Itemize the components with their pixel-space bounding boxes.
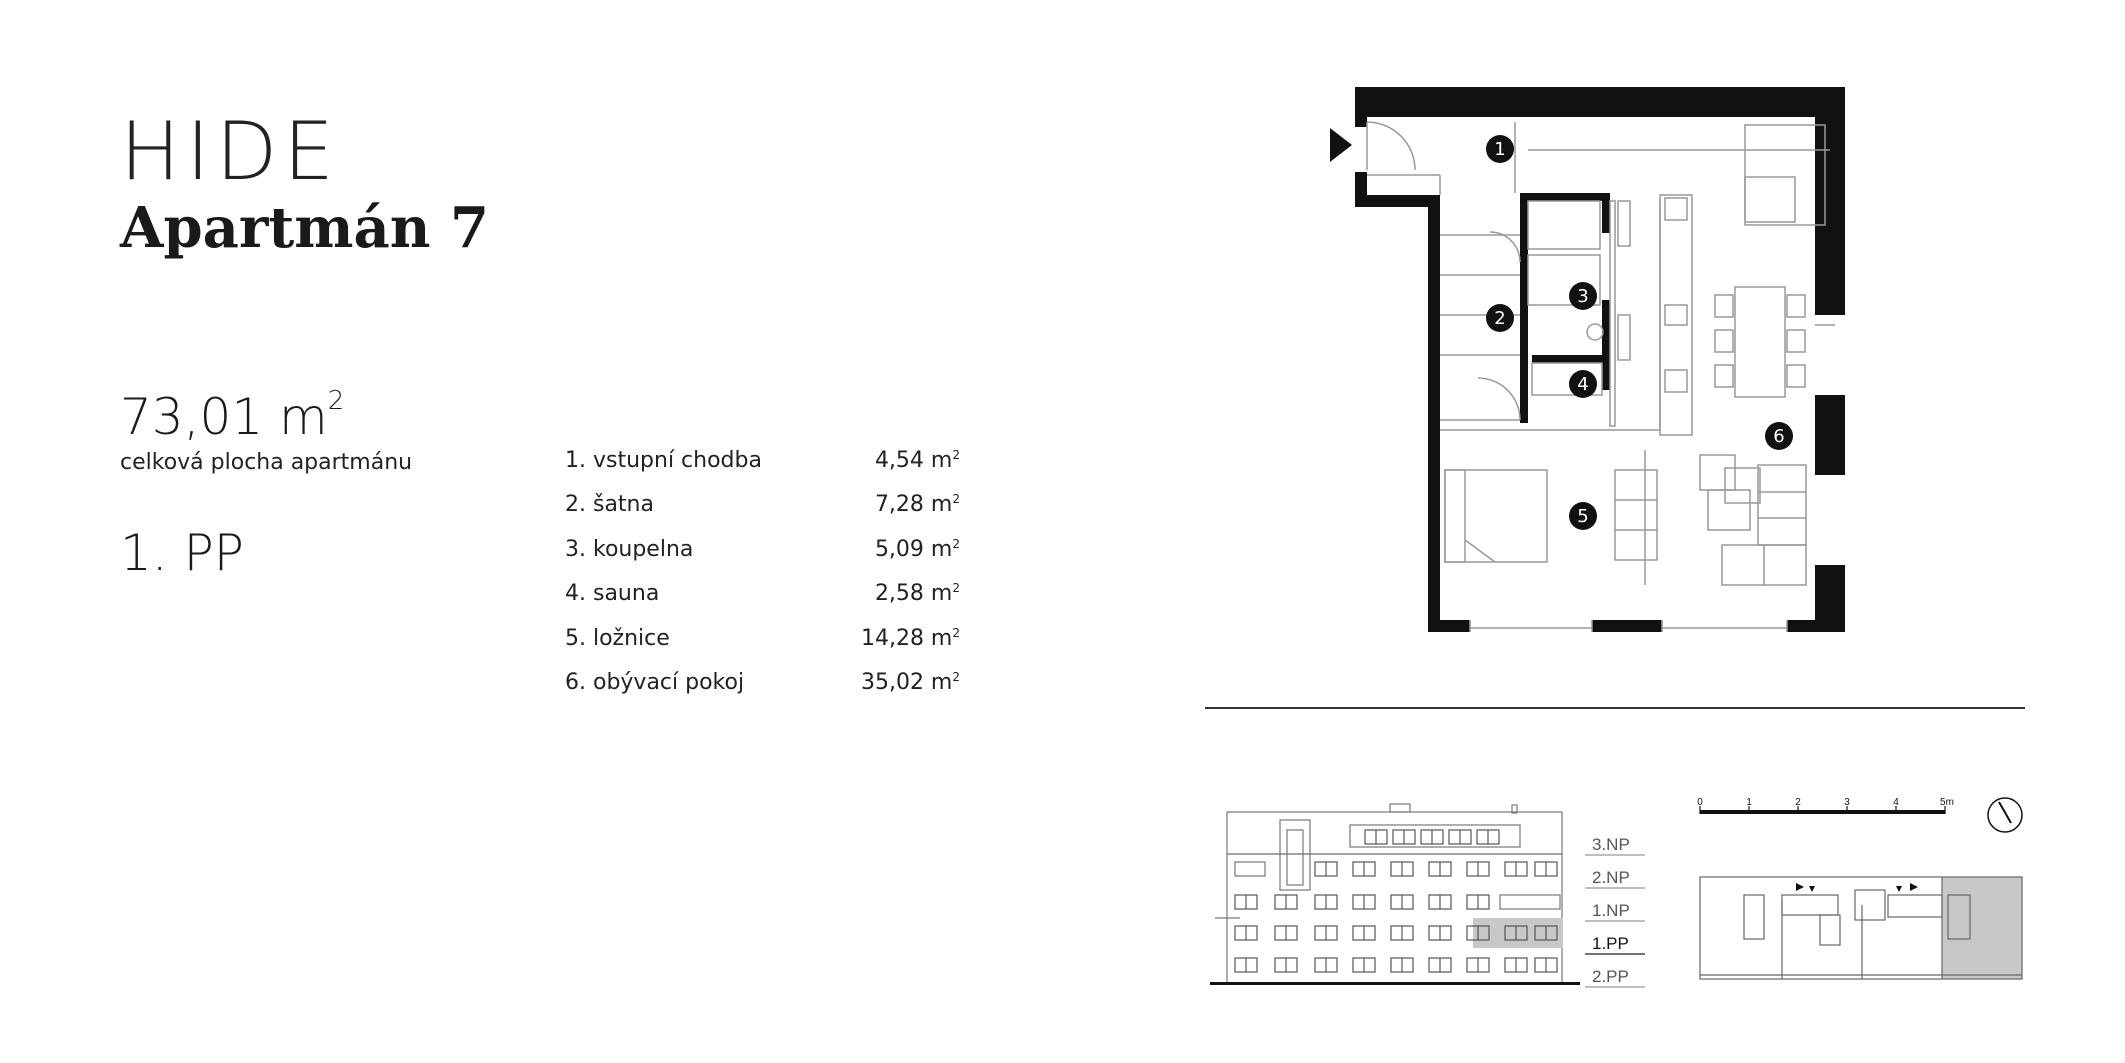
brand-logo: HIDE bbox=[120, 105, 340, 198]
room-row: 1. vstupní chodba 4,54 m2 bbox=[565, 448, 960, 492]
site-plan bbox=[1699, 876, 2023, 980]
level-2pp: 2.PP bbox=[1592, 967, 1629, 986]
scale-tick: 1 bbox=[1746, 797, 1752, 808]
room-marker: 4 bbox=[1577, 374, 1588, 395]
floor-name: 1. PP bbox=[120, 524, 244, 582]
room-marker: 6 bbox=[1773, 426, 1784, 447]
room-name: 6. obývací pokoj bbox=[565, 669, 745, 695]
total-area: 73,01 m2 bbox=[120, 386, 345, 446]
room-row: 5. ložnice 14,28 m2 bbox=[565, 626, 960, 670]
scale-tick: 0 bbox=[1697, 797, 1703, 808]
north-arrow-icon bbox=[1987, 797, 2023, 833]
room-row: 6. obývací pokoj 35,02 m2 bbox=[565, 670, 960, 714]
room-size: 2,58 m2 bbox=[874, 581, 960, 607]
entrance-arrow-icon bbox=[1330, 128, 1352, 162]
room-size: 5,09 m2 bbox=[874, 536, 960, 562]
floor-plan: 1 2 3 4 5 6 bbox=[1330, 87, 1845, 632]
room-row: 2. šatna 7,28 m2 bbox=[565, 492, 960, 536]
room-row: 4. sauna 2,58 m2 bbox=[565, 581, 960, 625]
room-size: 35,02 m2 bbox=[860, 669, 960, 695]
room-markers: 1 2 3 4 5 6 bbox=[1486, 135, 1793, 530]
room-name: 2. šatna bbox=[565, 492, 654, 518]
scale-tick: 3 bbox=[1844, 797, 1850, 808]
level-2np: 2.NP bbox=[1592, 868, 1630, 887]
scale-tick: 5m bbox=[1940, 797, 1954, 808]
scale-tick: 4 bbox=[1893, 797, 1899, 808]
level-3np: 3.NP bbox=[1592, 835, 1630, 854]
room-size: 7,28 m2 bbox=[874, 492, 960, 518]
room-list: 1. vstupní chodba 4,54 m2 2. šatna 7,28 m2… bbox=[565, 448, 960, 714]
room-marker: 2 bbox=[1494, 308, 1505, 329]
scale-tick: 2 bbox=[1795, 797, 1801, 808]
room-size: 4,54 m2 bbox=[874, 448, 960, 473]
room-marker: 1 bbox=[1494, 139, 1505, 160]
room-name: 1. vstupní chodba bbox=[565, 448, 762, 473]
building-elevation bbox=[1210, 803, 1580, 985]
room-size: 14,28 m2 bbox=[860, 625, 960, 651]
scale-bar: 0 1 2 3 4 5m bbox=[1697, 797, 1954, 814]
room-name: 3. koupelna bbox=[565, 536, 694, 562]
room-marker: 5 bbox=[1577, 506, 1588, 527]
section-divider bbox=[1205, 707, 2025, 709]
level-1np: 1.NP bbox=[1592, 901, 1630, 920]
room-name: 5. ložnice bbox=[565, 625, 670, 651]
total-area-label: celková plocha apartmánu bbox=[120, 450, 413, 475]
room-row: 3. koupelna 5,09 m2 bbox=[565, 537, 960, 581]
apartment-title: Apartmán 7 bbox=[120, 195, 489, 261]
room-name: 4. sauna bbox=[565, 581, 660, 607]
floor-levels: 3.NP 2.NP 1.NP 1.PP 2.PP bbox=[1585, 835, 1645, 988]
level-1pp-active: 1.PP bbox=[1592, 934, 1629, 953]
room-marker: 3 bbox=[1577, 286, 1588, 307]
